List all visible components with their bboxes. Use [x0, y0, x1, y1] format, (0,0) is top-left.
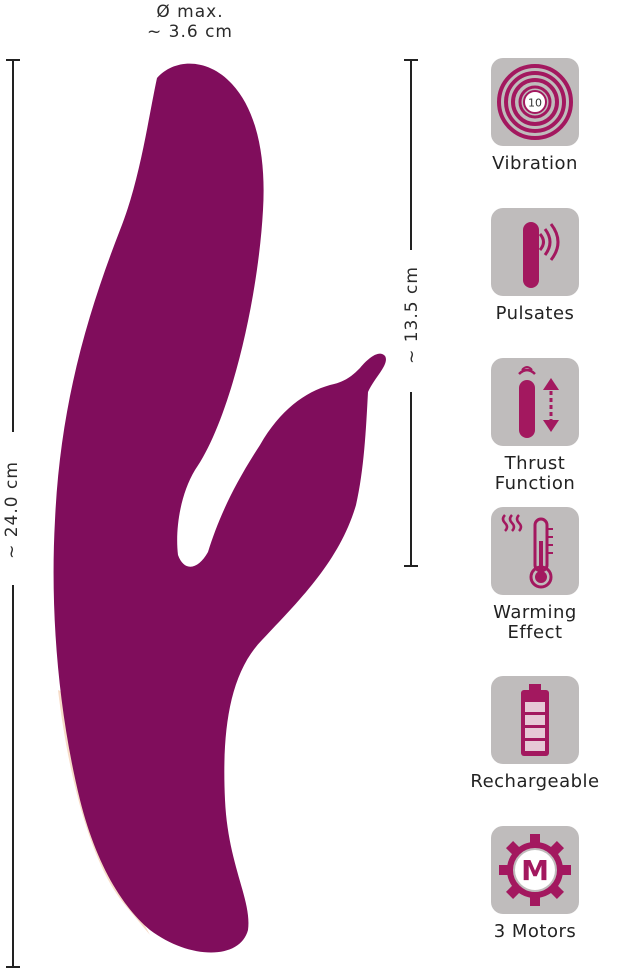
diameter-label: Ø max. ~ 3.6 cm [110, 2, 270, 42]
feature-warming-box [491, 507, 579, 595]
vibration-badge: 10 [528, 97, 542, 110]
thermometer-icon [501, 514, 553, 589]
total-length-line-lower [12, 585, 14, 967]
motor-badge: M [521, 854, 549, 887]
thrust-icon [518, 366, 559, 438]
feature-pulsates-label: Pulsates [495, 303, 575, 324]
vibration-icon: 10 [497, 64, 573, 140]
diameter-label-line1: Ø max. [156, 2, 224, 22]
feature-warming: Warming Effect [440, 507, 624, 643]
feature-rechargeable-label: Rechargeable [470, 771, 600, 792]
feature-vibration-box: 10 [491, 58, 579, 146]
feature-thrust-label: Thrust Function [494, 453, 576, 494]
product-silhouette [53, 63, 386, 953]
insert-length-line-lower [410, 392, 412, 566]
total-length-bottom-tick [6, 966, 20, 968]
feature-thrust: Thrust Function [440, 358, 624, 494]
pulsation-icon [523, 222, 560, 288]
feature-motors-box: M [491, 826, 579, 914]
battery-icon [521, 684, 549, 756]
feature-vibration-label: Vibration [492, 153, 578, 174]
total-length-line-upper [12, 60, 14, 432]
feature-pulsates: Pulsates [440, 208, 624, 324]
feature-rechargeable-box [491, 676, 579, 764]
motor-gear-icon: M [499, 834, 571, 906]
diameter-label-line2: ~ 3.6 cm [147, 22, 233, 42]
feature-vibration: 10 Vibration [440, 58, 624, 174]
feature-pulsates-box [491, 208, 579, 296]
product-body [53, 63, 386, 953]
insert-length-bottom-tick [404, 565, 418, 567]
feature-rechargeable: Rechargeable [440, 676, 624, 792]
insert-length-line-upper [410, 60, 412, 250]
feature-thrust-box [491, 358, 579, 446]
feature-warming-label: Warming Effect [493, 602, 577, 643]
feature-motors: M 3 Motors [440, 826, 624, 942]
feature-motors-label: 3 Motors [493, 921, 577, 942]
